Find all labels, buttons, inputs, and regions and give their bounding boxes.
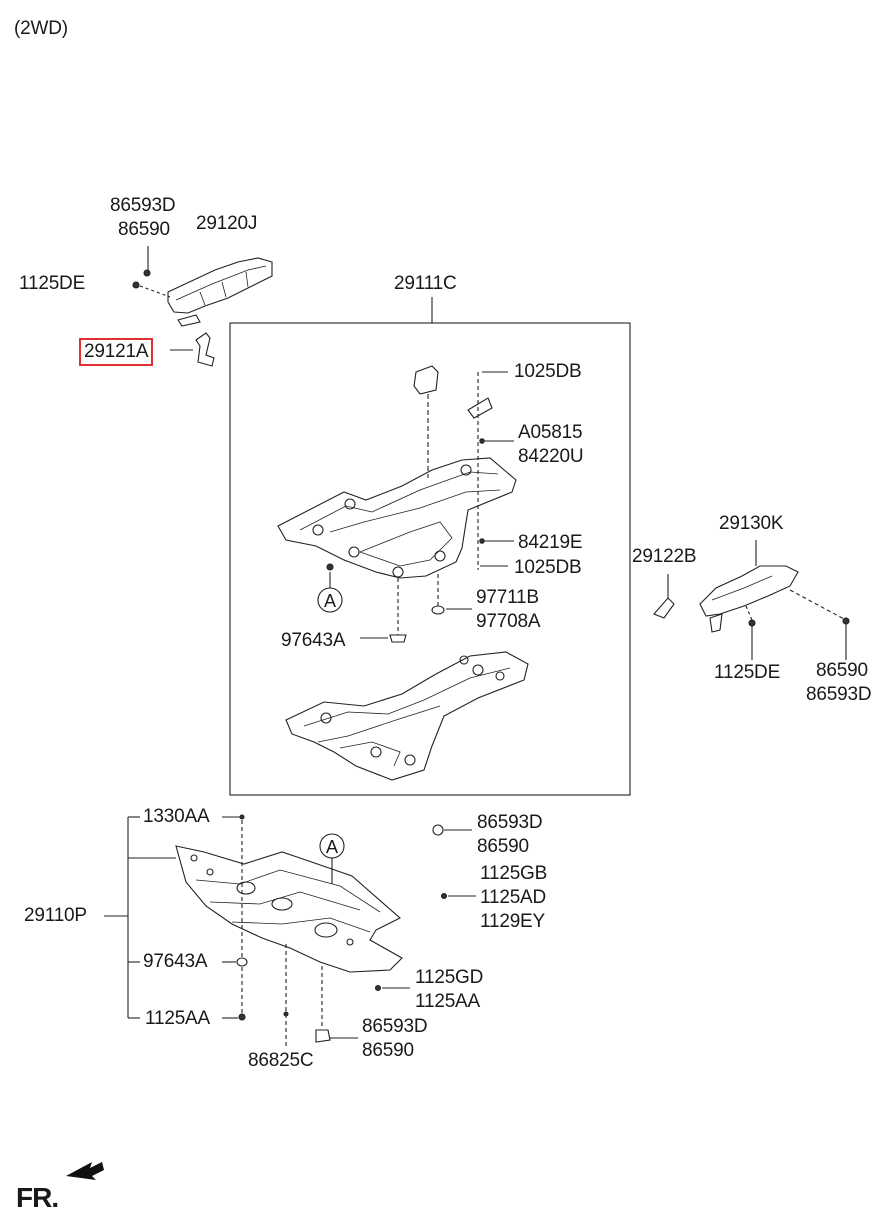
- callout-a-bottom-circle: [319, 833, 345, 859]
- part-label[interactable]: 29122B: [632, 546, 697, 567]
- part-label[interactable]: 97643A: [281, 630, 346, 651]
- part-label[interactable]: 97711B: [476, 587, 539, 608]
- part-label[interactable]: 29120J: [196, 213, 258, 234]
- part-label-highlighted[interactable]: 29121A: [79, 338, 154, 366]
- part-label[interactable]: 29111C: [394, 273, 457, 294]
- part-label[interactable]: 1125DE: [19, 273, 86, 294]
- under-cover-upper-reverse: [285, 651, 529, 781]
- part-label[interactable]: A05815: [518, 422, 583, 443]
- variant-label: (2WD): [14, 18, 68, 39]
- part-label[interactable]: 97643A: [143, 951, 208, 972]
- part-label[interactable]: 84220U: [518, 446, 584, 467]
- callout-a-top: A: [324, 591, 336, 611]
- part-label[interactable]: 1125AA: [145, 1008, 211, 1029]
- part-label[interactable]: 86593D: [110, 195, 176, 216]
- part-label[interactable]: 86590: [118, 219, 170, 240]
- part-label[interactable]: 97708A: [476, 611, 541, 632]
- part-label[interactable]: 1125GD: [415, 967, 484, 988]
- part-label[interactable]: 1330AA: [143, 806, 210, 827]
- part-label[interactable]: 1125AA: [415, 991, 481, 1012]
- under-cover-main: [104, 814, 476, 1048]
- assembly-frame: [229, 322, 631, 796]
- bracket-29121A: [170, 332, 215, 367]
- part-label[interactable]: 1129EY: [480, 911, 546, 932]
- bracket-29130K: [699, 540, 850, 660]
- front-arrow-icon: [66, 1162, 104, 1180]
- part-label[interactable]: 29130K: [719, 513, 784, 534]
- part-label[interactable]: 29110P: [24, 905, 87, 926]
- part-label[interactable]: 86590: [362, 1040, 414, 1061]
- part-label[interactable]: 86593D: [806, 684, 872, 705]
- part-label[interactable]: 1125AD: [480, 887, 547, 908]
- part-label[interactable]: 86590: [816, 660, 868, 681]
- part-label[interactable]: 86593D: [362, 1016, 428, 1037]
- front-direction-label: FR.: [16, 1182, 59, 1213]
- callout-a-top-circle: [317, 587, 343, 613]
- part-label[interactable]: 86593D: [477, 812, 543, 833]
- part-label[interactable]: 84219E: [518, 532, 583, 553]
- part-label[interactable]: 86825C: [248, 1050, 314, 1071]
- callout-a-bottom: A: [326, 837, 338, 857]
- part-label[interactable]: 1125GB: [480, 863, 548, 884]
- part-label[interactable]: 86590: [477, 836, 529, 857]
- part-label[interactable]: 1025DB: [514, 361, 582, 382]
- bracket-29122B: [653, 574, 675, 619]
- bracket-29120J: [132, 246, 273, 327]
- part-label[interactable]: 1025DB: [514, 557, 582, 578]
- part-label[interactable]: 1125DE: [714, 662, 781, 683]
- under-cover-upper: [277, 365, 517, 643]
